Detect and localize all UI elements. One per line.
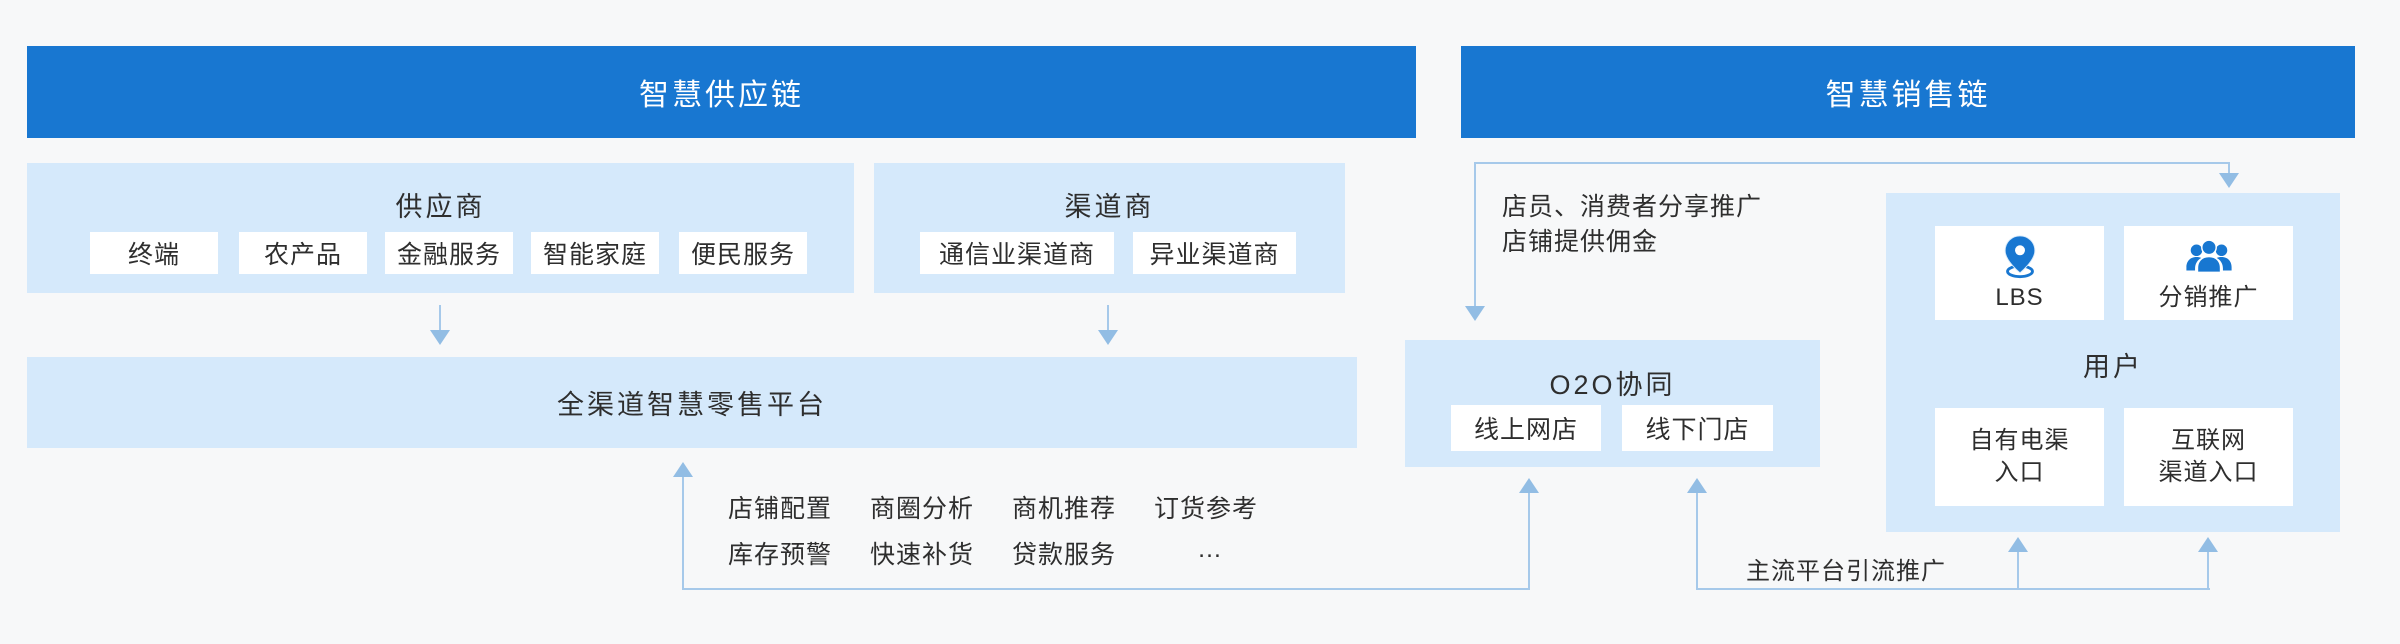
- supply-chain-header-label: 智慧供应链: [639, 79, 804, 112]
- user-arrow-up-icon: [2008, 537, 2028, 552]
- user-panel-title: 用户: [2083, 352, 2143, 382]
- supplier-chip: 金融服务: [385, 232, 513, 274]
- supplier-arrow-down-icon: [430, 330, 450, 345]
- platform-features-row1: 店铺配置 商圈分析 商机推荐 订货参考: [728, 489, 1266, 525]
- lbs-card: LBS: [1935, 226, 2104, 320]
- share-label-line1: 店员、消费者分享推广: [1502, 193, 1763, 221]
- supply-chain-header: 智慧供应链: [27, 46, 1416, 138]
- share-flow-vline: [1474, 162, 1476, 307]
- channel-arrow-line: [1107, 305, 1109, 332]
- channel-title: 渠道商: [1064, 192, 1155, 222]
- supplier-title: 供应商: [395, 192, 486, 222]
- supplier-arrow-line: [439, 305, 441, 332]
- supplier-chip: 便民服务: [679, 232, 807, 274]
- promo-label: 主流平台引流推广: [1746, 558, 1946, 585]
- share-flow-hline: [1474, 162, 2230, 164]
- platform-features-row2: 库存预警 快速补货 贷款服务 …: [728, 535, 1266, 571]
- feature-item: 商圈分析: [870, 495, 975, 523]
- sales-chain-header: 智慧销售链: [1461, 46, 2355, 138]
- supplier-box: 供应商 终端 农产品 金融服务 智能家庭 便民服务: [27, 163, 854, 293]
- people-icon: [2184, 232, 2234, 282]
- channel-arrow-down-icon: [1098, 330, 1118, 345]
- user-arrow-up-icon2: [2198, 537, 2218, 552]
- feature-item: 店铺配置: [728, 495, 833, 523]
- own-channel-card: 自有电渠 入口: [1935, 408, 2104, 506]
- o2o-arrow-up-icon: [1519, 478, 1539, 493]
- feature-item: …: [1197, 535, 1223, 563]
- share-flow-arrow-down-icon2: [2219, 173, 2239, 188]
- promo-riser1: [2017, 552, 2019, 590]
- channel-chip: 通信业渠道商: [920, 232, 1114, 274]
- lbs-pin-icon: [1997, 232, 2043, 282]
- o2o-chip: 线上网店: [1451, 405, 1601, 451]
- supplier-chip: 终端: [90, 232, 218, 274]
- user-panel: LBS 分销推广 用户 自有电渠 入口 互联网 渠道入口: [1886, 193, 2340, 532]
- sales-chain-header-label: 智慧销售链: [1825, 79, 1991, 112]
- promo-line: [1696, 588, 2210, 590]
- own-channel-line1: 自有电渠: [1969, 427, 2070, 454]
- internet-channel-line2: 渠道入口: [2158, 459, 2259, 486]
- promo-line-left: [1696, 493, 1698, 590]
- share-label-line2: 店铺提供佣金: [1502, 228, 1659, 256]
- feature-item: 快速补货: [870, 541, 975, 569]
- o2o-arrow-line: [1528, 493, 1530, 590]
- share-flow-arrow-down-icon: [1465, 306, 1485, 321]
- feature-item: 贷款服务: [1012, 541, 1117, 569]
- supplier-chip: 智能家庭: [531, 232, 659, 274]
- feature-item: 订货参考: [1154, 495, 1259, 523]
- platform-box: 全渠道智慧零售平台: [27, 357, 1357, 448]
- lbs-card-label: LBS: [1995, 284, 2044, 311]
- promo-riser2: [2207, 552, 2209, 590]
- supplier-chip: 农产品: [239, 232, 367, 274]
- share-flow-drop-line: [2228, 162, 2230, 175]
- internet-channel-card: 互联网 渠道入口: [2124, 408, 2293, 506]
- own-channel-line2: 入口: [1994, 459, 2045, 486]
- internet-channel-line1: 互联网: [2171, 427, 2246, 454]
- platform-title: 全渠道智慧零售平台: [557, 390, 827, 420]
- distribution-card: 分销推广: [2124, 226, 2293, 320]
- feature-item: 商机推荐: [1012, 495, 1117, 523]
- platform-arrow-line: [682, 477, 684, 590]
- o2o-title: O2O协同: [1549, 370, 1676, 400]
- channel-box: 渠道商 通信业渠道商 异业渠道商: [874, 163, 1345, 293]
- distribution-card-label: 分销推广: [2158, 284, 2259, 311]
- channel-chip: 异业渠道商: [1133, 232, 1296, 274]
- o2o-chip: 线下门店: [1622, 405, 1773, 451]
- platform-o2o-connector-line: [682, 588, 1530, 590]
- platform-arrow-up-icon: [673, 462, 693, 477]
- feature-item: 库存预警: [728, 541, 833, 569]
- o2o-arrow-up-icon2: [1687, 478, 1707, 493]
- o2o-box: O2O协同 线上网店 线下门店: [1405, 340, 1820, 467]
